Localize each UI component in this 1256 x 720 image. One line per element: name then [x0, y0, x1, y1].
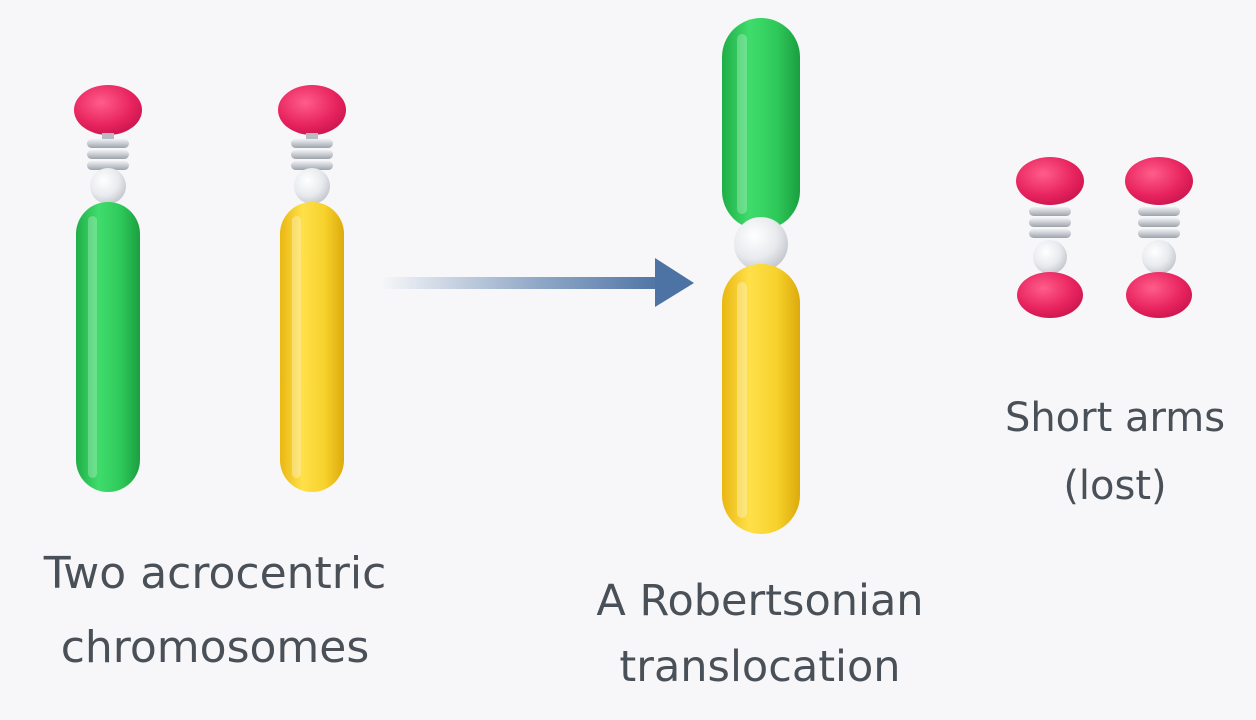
caption-line: Short arms: [1004, 395, 1226, 441]
stalk-neck: [102, 133, 114, 143]
satellite-bottom: [1126, 272, 1192, 318]
right-arrow-icon: [380, 258, 694, 307]
centromere: [1033, 240, 1067, 274]
caption-line: chromosomes: [60, 622, 370, 673]
long-arm: [76, 202, 140, 492]
stalk-disc: [291, 161, 333, 170]
short-arm-fragment: [1125, 157, 1193, 318]
acrocentric-chromosome-green: [74, 85, 142, 492]
long-arm-highlight: [292, 216, 301, 478]
fused-arm-green-highlight: [737, 34, 747, 214]
stalk-disc: [87, 139, 129, 148]
fused-arm-yellow-highlight: [737, 282, 747, 518]
short-arm-fragment: [1016, 157, 1084, 318]
stalk-disc: [1138, 218, 1180, 227]
stalk-disc: [291, 150, 333, 159]
satellite-top: [1125, 157, 1193, 205]
stalk-neck: [306, 133, 318, 143]
caption-line: translocation: [619, 642, 901, 692]
stalk-disc: [1138, 207, 1180, 216]
caption-line: Two acrocentric: [43, 548, 387, 599]
centromere: [1142, 240, 1176, 274]
stalk-disc: [87, 150, 129, 159]
caption-short-arms-lost: Short arms (lost): [980, 398, 1250, 506]
satellite-top: [1016, 157, 1084, 205]
caption-two-acrocentric-chromosomes: Two acrocentric chromosomes: [0, 552, 430, 670]
stalk-disc: [1029, 207, 1071, 216]
centromere: [90, 168, 126, 204]
long-arm: [280, 202, 344, 492]
caption-line: (lost): [1063, 463, 1167, 509]
long-arm-highlight: [88, 216, 97, 478]
stalk-disc: [291, 139, 333, 148]
acrocentric-chromosome-yellow: [278, 85, 346, 492]
satellite-bottom: [1017, 272, 1083, 318]
stalk-disc: [1029, 229, 1071, 238]
centromere: [294, 168, 330, 204]
caption-robertsonian-translocation: A Robertsonian translocation: [560, 580, 960, 689]
fused-arm-yellow: [722, 264, 800, 534]
satellite-top: [278, 85, 346, 135]
centromere: [734, 217, 788, 271]
stalk-disc: [87, 161, 129, 170]
stalk-disc: [1029, 218, 1071, 227]
stalk-disc: [1138, 229, 1180, 238]
caption-line: A Robertsonian: [596, 576, 924, 626]
robertsonian-chromosome: [722, 18, 800, 534]
fused-arm-green: [722, 18, 800, 230]
satellite-top: [74, 85, 142, 135]
